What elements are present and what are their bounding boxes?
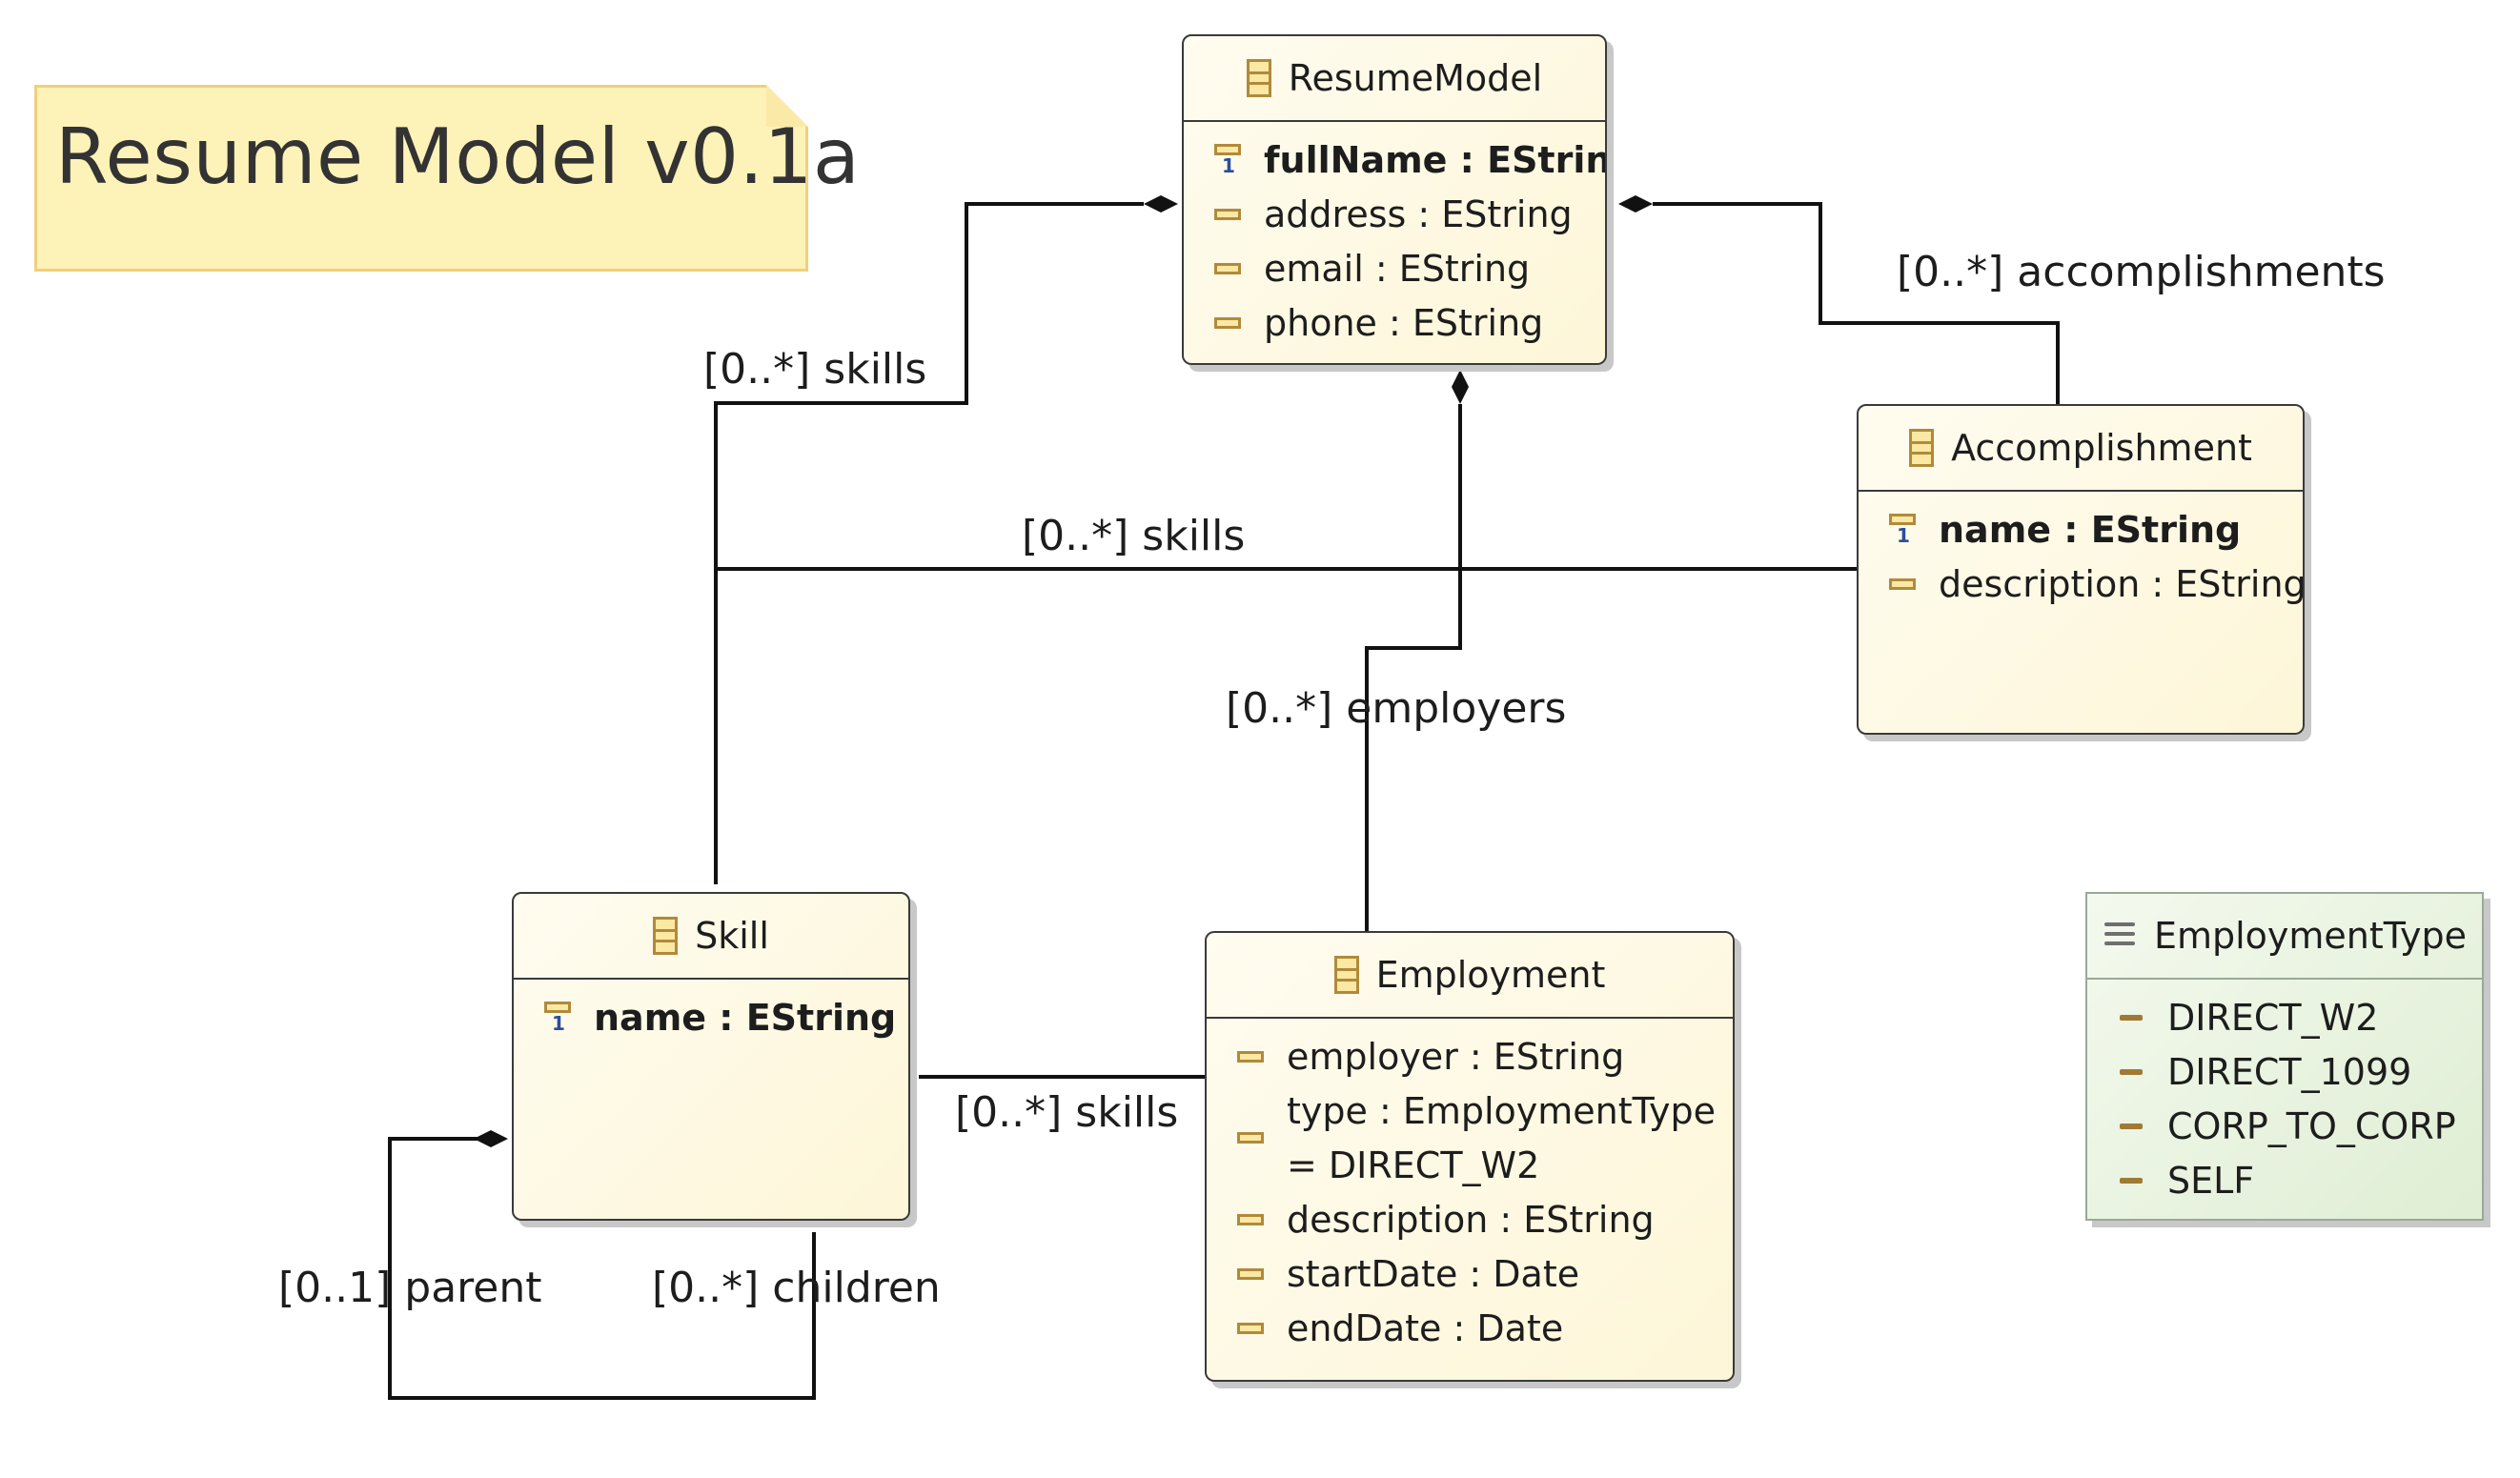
assoc-line-resume-accomplishments[interactable]: [1653, 202, 2060, 404]
attribute-row[interactable]: employer : EString: [1207, 1030, 1733, 1084]
class-header: Skill: [514, 894, 908, 980]
attribute-icon: [1214, 209, 1241, 220]
eclass-icon: [1246, 59, 1271, 97]
class-header: Employment: [1207, 933, 1733, 1019]
id-attribute-icon: [1889, 514, 1916, 525]
attribute-row[interactable]: 1 name : EString: [514, 991, 908, 1045]
composition-diamond-skills: [1144, 195, 1178, 213]
enum-literal-label: DIRECT_W2: [2167, 997, 2379, 1039]
class-name: Accomplishment: [1951, 427, 2252, 469]
assoc-label-skill-children: [0..*] children: [652, 1264, 941, 1312]
assoc-line-resume-employers[interactable]: [1365, 404, 1462, 931]
composition-diamond-employers: [1452, 370, 1469, 404]
note-title: Resume Model v0.1a: [55, 112, 861, 201]
enum-employment-type[interactable]: EmploymentType DIRECT_W2 DIRECT_1099 COR…: [2085, 892, 2484, 1221]
id-attribute-icon: [1214, 144, 1241, 155]
enum-literal-icon: [2120, 1015, 2143, 1021]
class-skill[interactable]: Skill 1 name : EString: [512, 892, 910, 1221]
class-name: Skill: [695, 915, 769, 957]
assoc-label-resume-skills: [0..*] skills: [703, 345, 927, 394]
composition-diamond-accomplishments: [1618, 195, 1653, 213]
attribute-list: 1 fullName : EString address : EString e…: [1184, 122, 1605, 351]
class-header: Accomplishment: [1859, 406, 2303, 492]
class-header: ResumeModel: [1184, 36, 1605, 122]
enum-literal-icon: [2120, 1178, 2143, 1184]
class-resume-model[interactable]: ResumeModel 1 fullName : EString address…: [1182, 34, 1607, 365]
assoc-label-skill-parent: [0..1] parent: [278, 1264, 542, 1312]
attribute-icon: [1237, 1132, 1264, 1144]
attribute-icon: [1214, 263, 1241, 274]
class-employment[interactable]: Employment employer : EString type : Emp…: [1205, 931, 1735, 1382]
assoc-label-resume-employers: [0..*] employers: [1226, 684, 1567, 733]
enum-literal-label: SELF: [2167, 1160, 2255, 1202]
eenum-icon: [2103, 919, 2137, 953]
eclass-icon: [1333, 956, 1359, 994]
attribute-label: name : EString: [594, 997, 897, 1039]
literal-list: DIRECT_W2 DIRECT_1099 CORP_TO_CORP SELF: [2087, 980, 2482, 1208]
attribute-row[interactable]: description : EString: [1207, 1193, 1733, 1247]
enum-literal-row[interactable]: DIRECT_1099: [2087, 1045, 2482, 1100]
attribute-list: employer : EString type : EmploymentType…: [1207, 1019, 1733, 1356]
enum-literal-row[interactable]: DIRECT_W2: [2087, 991, 2482, 1045]
eclass-icon: [1909, 429, 1935, 467]
attribute-label: name : EString: [1939, 509, 2242, 551]
attribute-label: startDate : Date: [1287, 1253, 1580, 1295]
assoc-label-accomplishment-skills: [0..*] skills: [1022, 512, 1246, 560]
assoc-label-resume-accomplishments: [0..*] accomplishments: [1897, 248, 2386, 296]
enum-literal-label: CORP_TO_CORP: [2167, 1105, 2456, 1147]
attribute-icon: [1237, 1051, 1264, 1063]
enum-literal-row[interactable]: SELF: [2087, 1154, 2482, 1208]
attribute-row[interactable]: 1 fullName : EString: [1184, 133, 1605, 188]
composition-diamond-children: [474, 1130, 508, 1147]
eclass-icon: [653, 917, 679, 955]
assoc-line-skill-parent[interactable]: [388, 1137, 816, 1400]
attribute-label: address : EString: [1264, 193, 1573, 235]
attribute-label: description : EString: [1939, 563, 2305, 605]
attribute-label: endDate : Date: [1287, 1307, 1564, 1349]
attribute-row[interactable]: address : EString: [1184, 188, 1605, 242]
enum-literal-label: DIRECT_1099: [2167, 1051, 2412, 1093]
attribute-label: description : EString: [1287, 1199, 1655, 1241]
enum-literal-row[interactable]: CORP_TO_CORP: [2087, 1100, 2482, 1154]
enum-literal-icon: [2120, 1124, 2143, 1129]
attribute-icon: [1237, 1214, 1264, 1225]
model-note[interactable]: [34, 85, 808, 272]
attribute-row[interactable]: 1 name : EString: [1859, 503, 2303, 557]
attribute-icon: [1889, 578, 1916, 590]
attribute-icon: [1237, 1268, 1264, 1280]
attribute-label: email : EString: [1264, 248, 1531, 290]
attribute-icon: [1237, 1323, 1264, 1334]
attribute-row[interactable]: type : EmploymentType = DIRECT_W2: [1207, 1084, 1733, 1193]
attribute-list: 1 name : EString description : EString: [1859, 492, 2303, 612]
attribute-label: fullName : EString: [1264, 139, 1607, 181]
class-name: ResumeModel: [1288, 57, 1543, 99]
attribute-row[interactable]: startDate : Date: [1207, 1247, 1733, 1302]
attribute-label: type : EmploymentType = DIRECT_W2: [1287, 1090, 1716, 1186]
attribute-label: employer : EString: [1287, 1036, 1625, 1078]
attribute-label: phone : EString: [1264, 302, 1544, 344]
assoc-label-employment-skills: [0..*] skills: [955, 1088, 1179, 1137]
id-attribute-icon: [544, 1002, 571, 1013]
class-accomplishment[interactable]: Accomplishment 1 name : EString descript…: [1857, 404, 2305, 735]
attribute-row[interactable]: phone : EString: [1184, 296, 1605, 351]
assoc-line-resume-skills[interactable]: [714, 202, 1144, 884]
attribute-row[interactable]: endDate : Date: [1207, 1302, 1733, 1356]
class-name: Employment: [1375, 954, 1606, 996]
enum-literal-icon: [2120, 1069, 2143, 1075]
enum-name: EmploymentType: [2153, 915, 2468, 957]
attribute-row[interactable]: description : EString: [1859, 557, 2303, 612]
enum-header: EmploymentType: [2087, 894, 2482, 980]
attribute-row[interactable]: email : EString: [1184, 242, 1605, 296]
attribute-list: 1 name : EString: [514, 980, 908, 1045]
attribute-icon: [1214, 317, 1241, 329]
